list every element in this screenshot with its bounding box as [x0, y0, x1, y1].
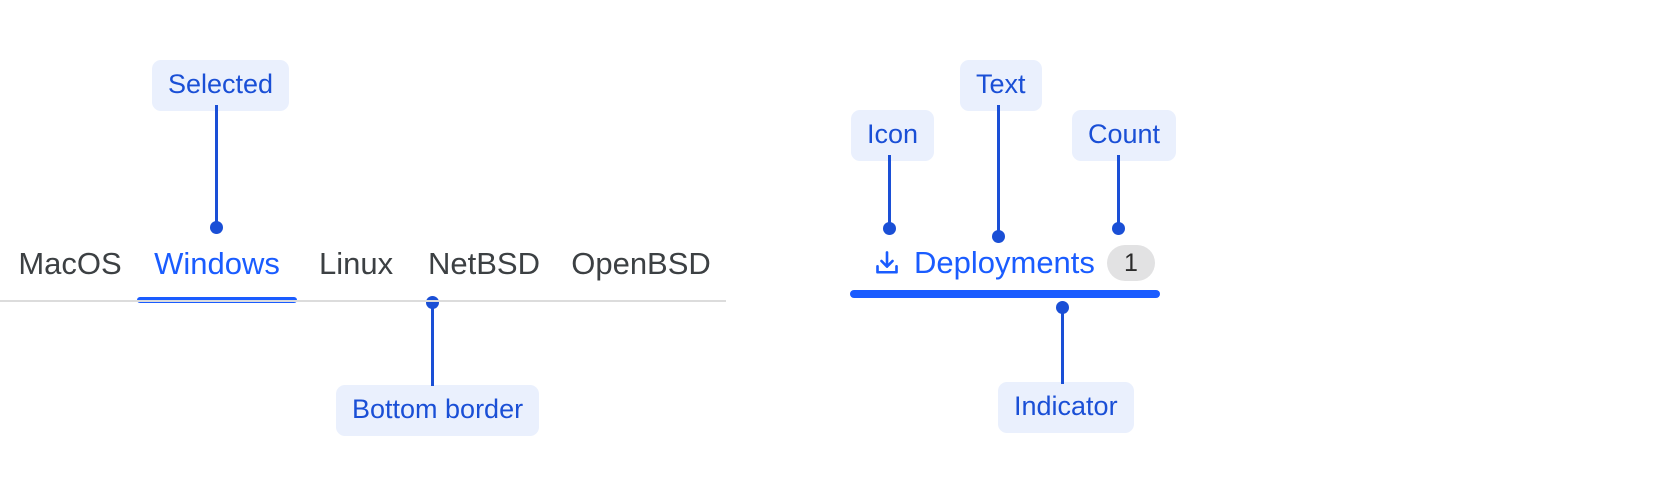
tab-deployments[interactable]: Deployments 1 [850, 240, 1160, 302]
tab-linux[interactable]: Linux [318, 246, 394, 302]
leader-line-icon [888, 155, 891, 227]
leader-dot-selected [210, 221, 223, 234]
tab-netbsd-label: NetBSD [428, 246, 540, 281]
tab-macos[interactable]: MacOS [18, 246, 121, 302]
callout-indicator: Indicator [998, 382, 1134, 433]
download-icon [876, 251, 898, 274]
tab-windows[interactable]: Windows [137, 246, 297, 303]
leader-dot-bottom-border [426, 296, 439, 309]
leader-dot-text [992, 230, 1005, 243]
tab-linux-label: Linux [318, 246, 394, 281]
leader-line-count [1117, 155, 1120, 227]
tab-openbsd-label: OpenBSD [571, 246, 711, 281]
leader-line-indicator [1061, 310, 1064, 384]
callout-count: Count [1072, 110, 1177, 161]
callout-icon: Icon [851, 110, 935, 161]
tab-deployments-indicator [850, 290, 1160, 298]
tab-deployments-label: Deployments [914, 245, 1095, 280]
callout-selected: Selected [152, 60, 290, 111]
callout-text: Text [960, 60, 1042, 111]
tab-netbsd[interactable]: NetBSD [428, 246, 540, 302]
tab-openbsd[interactable]: OpenBSD [571, 246, 711, 302]
leader-dot-icon [883, 222, 896, 235]
callout-bottom-border: Bottom border [336, 385, 540, 436]
tab-bar-os: MacOS Windows Linux NetBSD OpenBSD [0, 246, 726, 303]
tab-windows-label: Windows [154, 246, 280, 281]
tab-bar-bottom-border [0, 300, 726, 302]
tab-deployments-count-badge: 1 [1106, 245, 1155, 281]
tab-deployments-content: Deployments 1 [850, 240, 1155, 286]
leader-line-selected [215, 105, 218, 226]
leader-line-bottom-border [431, 306, 434, 386]
leader-dot-indicator [1056, 301, 1069, 314]
leader-dot-count [1112, 222, 1125, 235]
leader-line-text [997, 105, 1000, 236]
tab-macos-label: MacOS [18, 246, 122, 281]
